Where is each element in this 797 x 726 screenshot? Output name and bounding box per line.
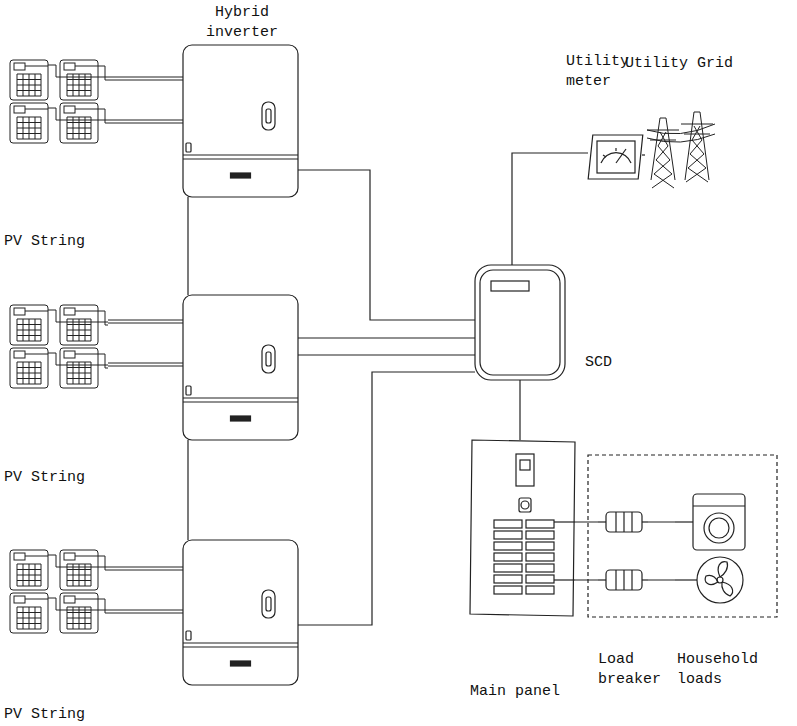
inverter-wire [298,354,475,355]
node-label: Main panel [470,682,560,702]
utility-meter-outline [588,133,642,181]
meter-icon [588,135,643,179]
pv-panel [60,305,98,345]
pv-panel [60,103,98,143]
pv-panel [10,305,48,345]
pv-wire [48,310,108,368]
pv-string-outline [8,55,108,250]
wire-connector [648,522,675,580]
node-label: Load breaker [598,650,668,690]
utility-grid-outline [645,110,717,182]
node-label: Hybrid inverter [199,3,285,43]
breaker-icon [598,570,648,590]
wire-connector [512,153,588,265]
node-label: Utility Grid [625,54,733,74]
pv-string: PV String [8,545,108,725]
pv-panel [60,550,98,590]
inverter-body [183,540,298,685]
panel-body [470,440,575,616]
wire-connector [108,77,183,123]
pv-panel [60,593,98,633]
pv-string: PV String [8,55,108,250]
pv-panel [10,348,48,388]
pv-string-outline [8,300,108,495]
inverter-body [183,295,298,440]
pv-panel [10,103,48,143]
wire-connector [642,154,645,155]
pv-wire [48,65,108,123]
inverter-wire [298,337,475,338]
utility-meter: Utility meter [588,133,642,181]
pv-panel [10,550,48,590]
scd-body [475,265,565,380]
wire-connector [298,170,475,320]
inverter-wire [298,372,475,625]
scd-unit-outline [475,265,565,380]
wire-connector [519,380,520,440]
inverter: Hybrid inverter [183,45,298,197]
inverter-link [187,440,188,540]
breaker-icon [598,512,648,532]
load-group-outline [588,455,777,617]
pv-panel [60,348,98,388]
inverter-drawings [108,295,298,685]
pv-wire [108,320,183,613]
wire-connector [575,522,598,580]
inverter-link [187,197,188,295]
pv-panel [60,60,98,100]
node-label: PV String [4,468,85,488]
node-label: PV String [4,705,85,725]
main-panel-outline [470,440,575,702]
household-loads: Household loads [675,462,777,702]
pv-string-outline [8,545,108,725]
appliance-icons [675,494,745,603]
inverter-body [183,45,298,197]
pylon-icon [647,112,715,188]
load-breaker: Load breaker [598,490,648,702]
pv-panel [10,60,48,100]
inverter-outline [183,45,298,197]
node-label: Household loads [677,650,773,690]
pv-wire [48,555,108,613]
pv-panel [10,593,48,633]
pv-string: PV String [8,300,108,495]
node-label: SCD [585,353,612,373]
main-panel: Main panel [470,440,575,702]
node-label: PV String [4,232,85,252]
utility-grid: Utility Grid [645,110,717,182]
scd-unit: SCD [475,265,565,380]
load-breaker-outline [598,490,648,702]
